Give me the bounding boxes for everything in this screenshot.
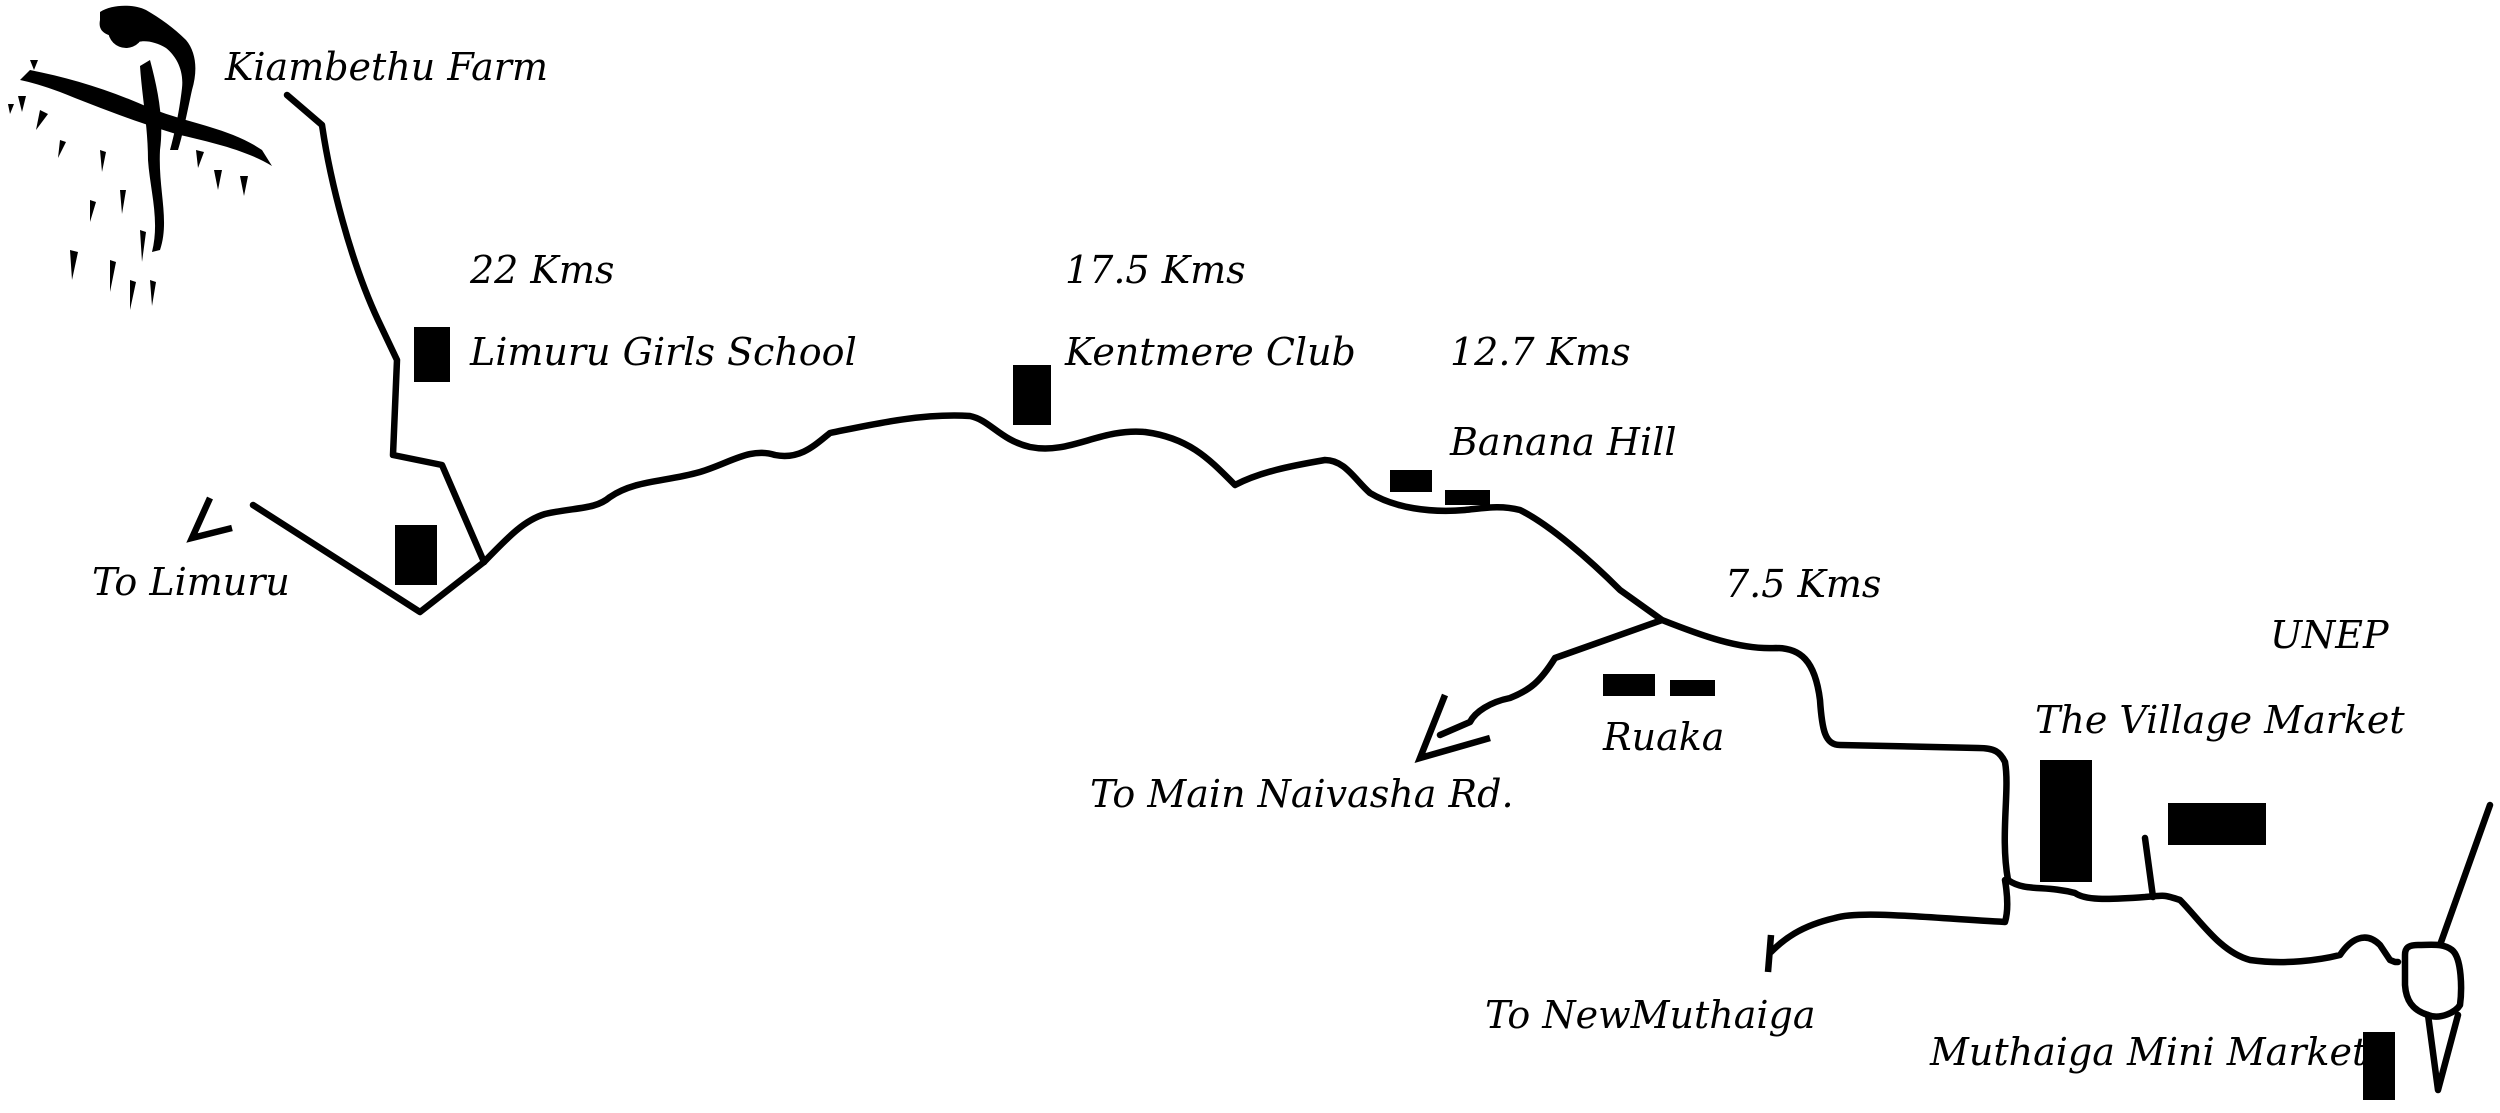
label-muthaiga-mini-market: Muthaiga Mini Market — [1929, 1030, 2368, 1074]
road-to-naivasha — [1436, 616, 1666, 739]
limuru-junction-block — [395, 525, 437, 585]
roundabout — [2401, 941, 2465, 1020]
landmark-blocks — [395, 327, 2395, 1100]
label-unep: UNEP — [2270, 613, 2390, 657]
label-village-market: The Village Market — [2035, 698, 2405, 742]
road-to-limuru — [249, 501, 488, 616]
monkey-on-branch-illustration — [8, 5, 272, 310]
label-ruaka: Ruaka — [1602, 715, 1724, 759]
road-south-fork — [2424, 1011, 2462, 1094]
labels: Kiambethu Farm 22 Kms Limuru Girls Schoo… — [92, 45, 2405, 1074]
label-to-limuru: To Limuru — [92, 560, 290, 604]
limuru-school-block — [414, 327, 450, 382]
label-distance-17-5: 17.5 Kms — [1065, 248, 1246, 292]
label-limuru-girls-school: Limuru Girls School — [469, 330, 857, 374]
banana-hill-block-1 — [1390, 470, 1432, 492]
muthaiga-mini-block — [2363, 1032, 2395, 1100]
arrow-to-new-muthaiga-icon — [1764, 934, 1775, 973]
arrows — [186, 496, 1775, 973]
unep-block — [2168, 803, 2266, 845]
road-north-east — [2436, 801, 2494, 949]
arrow-to-naivasha-icon — [1414, 693, 1491, 763]
label-kiambethu-farm: Kiambethu Farm — [224, 45, 548, 89]
label-distance-12-7: 12.7 Kms — [1450, 330, 1631, 374]
arrow-to-limuru-icon — [186, 496, 233, 543]
ruaka-block-1 — [1603, 674, 1655, 696]
ruaka-block-2 — [1670, 680, 1715, 696]
roads — [249, 91, 2494, 1094]
label-to-new-muthaiga: To NewMuthaiga — [1485, 993, 1816, 1037]
road-farm-to-limuru — [283, 91, 488, 566]
label-to-naivasha: To Main Naivasha Rd. — [1090, 772, 1514, 816]
road-unep-spur — [2141, 834, 2157, 901]
road-to-new-muthaiga — [1767, 876, 2011, 956]
label-distance-22: 22 Kms — [469, 248, 614, 292]
village-market-block — [2040, 760, 2092, 882]
label-kentmere-club: Kentmere Club — [1064, 330, 1356, 374]
label-distance-7-5: 7.5 Kms — [1725, 562, 1881, 606]
banana-hill-block-2 — [1445, 490, 1490, 505]
label-banana-hill: Banana Hill — [1449, 420, 1677, 464]
kentmere-block — [1013, 365, 1051, 425]
road-main-corridor — [480, 412, 2402, 966]
